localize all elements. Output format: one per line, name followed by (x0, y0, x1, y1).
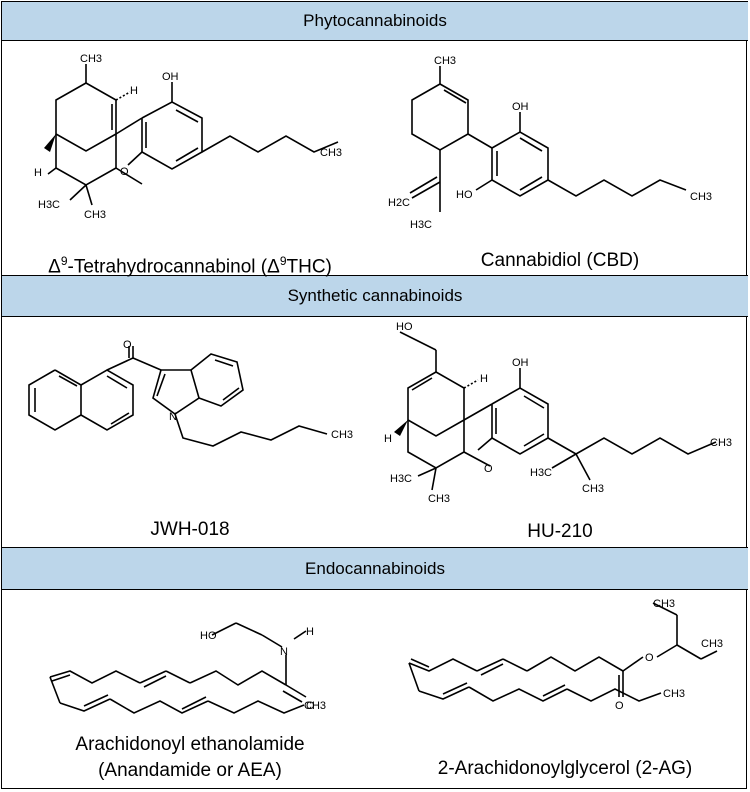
methyl-label: CH3 (331, 429, 353, 441)
nitrogen-label: N (169, 411, 177, 423)
section-header-endocannabinoids: Endocannabinoids (2, 547, 748, 590)
methyl-label: CH3 (304, 700, 326, 712)
methyl-label: CH3 (701, 638, 723, 650)
methyl-label: CH3 (428, 493, 450, 505)
oxygen-label: O (645, 652, 654, 664)
oxygen-label: O (484, 463, 493, 475)
hydroxyl-label: HO (396, 321, 413, 333)
hydrogen-label: H (480, 373, 488, 385)
jwh-018-name: JWH-018 (150, 519, 230, 540)
2-ag-structure: O O CH3 CH3 CH3 (395, 595, 740, 740)
methyl-label: H3C (38, 199, 60, 211)
methyl-label: CH3 (84, 209, 106, 221)
hydroxyl-label: OH (512, 101, 529, 113)
oxygen-label: O (123, 340, 132, 351)
thc-name: Δ9-Tetrahydrocannabinol (Δ9THC) (48, 254, 332, 278)
cbd-structure: CH3 H2C H3C OH HO CH3 (380, 50, 740, 240)
thc-structure: CH3 H H OH O H3C CH3 CH3 (20, 50, 360, 230)
hydrogen-label: H (34, 167, 42, 179)
hydroxyl-label: HO (456, 189, 473, 201)
methyl-label: CH3 (320, 147, 342, 159)
section-header-synthetic-cannabinoids: Synthetic cannabinoids (2, 275, 748, 317)
oxygen-label: O (120, 166, 129, 178)
aea-structure: HO N H O . CH3 (40, 605, 350, 725)
hu-210-structure: HO H H OH O H3C CH3 H3C CH3 CH3 (380, 320, 740, 520)
hydroxyl-label: HO (200, 630, 217, 642)
section-title: Endocannabinoids (305, 559, 445, 578)
aea-name-line2: (Anandamide or AEA) (98, 760, 282, 781)
methyl-label: H3C (410, 219, 432, 231)
methyl-label: CH3 (663, 688, 685, 700)
hu-210-name: HU-210 (527, 521, 593, 542)
oxygen-label: O (306, 700, 315, 712)
nitrogen-label: N (280, 646, 288, 658)
methyl-label: CH3 (80, 53, 102, 65)
methyl-label: CH3 (653, 598, 675, 610)
methyl-label: H3C (390, 473, 412, 485)
methyl-label: CH3 (434, 55, 456, 67)
jwh-018-structure: O N CH3 (15, 340, 365, 510)
hydroxyl-label: OH (512, 357, 529, 369)
methyl-label: CH3 (690, 191, 712, 203)
methyl-label: H3C (530, 467, 552, 479)
2-ag-name: 2-Arachidonoylglycerol (2-AG) (437, 758, 693, 779)
aea-name-line1: Arachidonoyl ethanolamide (75, 734, 305, 755)
methyl-label: CH3 (710, 437, 732, 449)
oxygen-label: O (615, 700, 624, 712)
hydroxyl-label: OH (162, 71, 179, 83)
hydrogen-label: H (130, 85, 138, 97)
section-header-phytocannabinoids: Phytocannabinoids (2, 1, 748, 41)
section-title: Synthetic cannabinoids (287, 286, 463, 305)
hydrogen-label: H (306, 626, 314, 638)
methylene-label: H2C (388, 197, 410, 209)
hydrogen-label: H (384, 433, 392, 445)
cbd-name: Cannabidiol (CBD) (480, 250, 640, 271)
section-title: Phytocannabinoids (303, 11, 447, 30)
methyl-label: CH3 (582, 483, 604, 495)
